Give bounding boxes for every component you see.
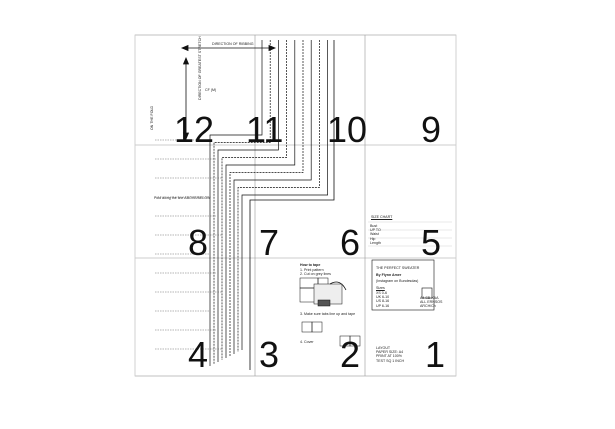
size-chart-table: [368, 221, 452, 247]
layout-line: PAPER SIZE: A4: [376, 350, 404, 355]
size-row-label: Hip: [370, 236, 376, 241]
instruction-line: 1. Print pattern: [300, 268, 324, 272]
pattern-designer: By Flynn Amer: [376, 273, 402, 277]
size-outline: [225, 40, 296, 358]
instructions-step3: 3. Make sure tabs line up and tape: [300, 312, 356, 316]
tile-number-11: 11: [246, 109, 284, 150]
cf-label: CF (M): [205, 88, 217, 92]
size-row-label: Bust: [370, 224, 378, 228]
size-item: UP 6-16: [376, 303, 390, 308]
on-fold-label: ON THE FOLD: [150, 105, 154, 130]
size-outline: [241, 40, 328, 350]
page-frame: [134, 34, 457, 377]
layout-line: LAYOUT: [376, 346, 391, 350]
pattern-name: THE PERFECT SWEATER: [376, 266, 420, 270]
pattern-code: ALL ERNSOS: [420, 300, 443, 305]
pattern-note: (Instagram on Bundesdas): [376, 279, 419, 283]
size-outline: [221, 40, 287, 360]
size-chart-rows: Bust UP TO Waist Hip Length: [370, 224, 381, 245]
pattern-code: A4 SB-XAA: [420, 296, 439, 300]
size-item: UK 6-10: [376, 295, 390, 300]
stretch-label: DIRECTION OF GREATEST STRETCH: [198, 36, 202, 100]
size-item: XS 0-6: [376, 291, 387, 295]
size-outlines: [209, 40, 335, 370]
size-outline: [233, 40, 312, 354]
fold-here-label: Fold along the line ABOVE/BELOW: [154, 196, 211, 200]
size-chart-title: SIZE CHART: [371, 215, 393, 219]
size-item: US 8-16: [376, 299, 390, 304]
size-outline: [209, 40, 263, 366]
tile-number-12: 12: [174, 109, 215, 150]
pattern-codes: A4 SB-XAA ALL ERNSOS ARCH/Ch: [420, 296, 442, 309]
instructions-cover: 4. Cover: [300, 340, 314, 344]
size-row-label: Length: [370, 240, 381, 245]
tile-number-10: 10: [327, 109, 368, 150]
stretch-arrow: [182, 56, 190, 141]
title-box: [371, 259, 435, 311]
tile-number-6: 6: [340, 222, 361, 263]
instructions-steps: 1. Print pattern 2. Cut on grey lines: [300, 268, 331, 276]
fold-marks: [155, 139, 222, 350]
tile-number-1: 1: [425, 334, 446, 375]
tile-number-8: 8: [188, 222, 209, 263]
direction-label: DIRECTION OF RIBBING: [212, 42, 254, 46]
instructions-panel: [299, 277, 361, 347]
direction-arrow: [180, 44, 277, 52]
instructions-title: How to tape: [300, 263, 321, 267]
tile-number-5: 5: [421, 222, 442, 263]
tile-number-4: 4: [188, 334, 209, 375]
layout-line: PRINT AT 100%: [376, 354, 402, 359]
size-outline: [213, 40, 271, 364]
size-row-label: Waist: [370, 232, 379, 237]
sizes-list: XS 0-6 UK 6-10 US 8-16 UP 6-16: [376, 291, 389, 308]
size-outline: [237, 40, 320, 352]
size-row-label: UP TO: [370, 228, 381, 233]
tile-number-9: 9: [421, 109, 442, 150]
instruction-line: 2. Cut on grey lines: [300, 272, 331, 277]
tile-number-3: 3: [259, 334, 280, 375]
tile-number-2: 2: [340, 334, 361, 375]
layout-info: LAYOUT PAPER SIZE: A4 PRINT AT 100% TEST…: [376, 346, 404, 363]
pattern-code: ARCH/Ch: [420, 304, 436, 309]
size-outline: [217, 40, 279, 362]
size-outline-largest: [249, 40, 335, 370]
layout-line: TEST SQ 1 INCH: [376, 358, 405, 363]
sizes-title: Sizes: [376, 286, 385, 290]
tile-number-7: 7: [259, 222, 280, 263]
size-outline: [229, 40, 304, 356]
outer-edges: [134, 35, 457, 376]
